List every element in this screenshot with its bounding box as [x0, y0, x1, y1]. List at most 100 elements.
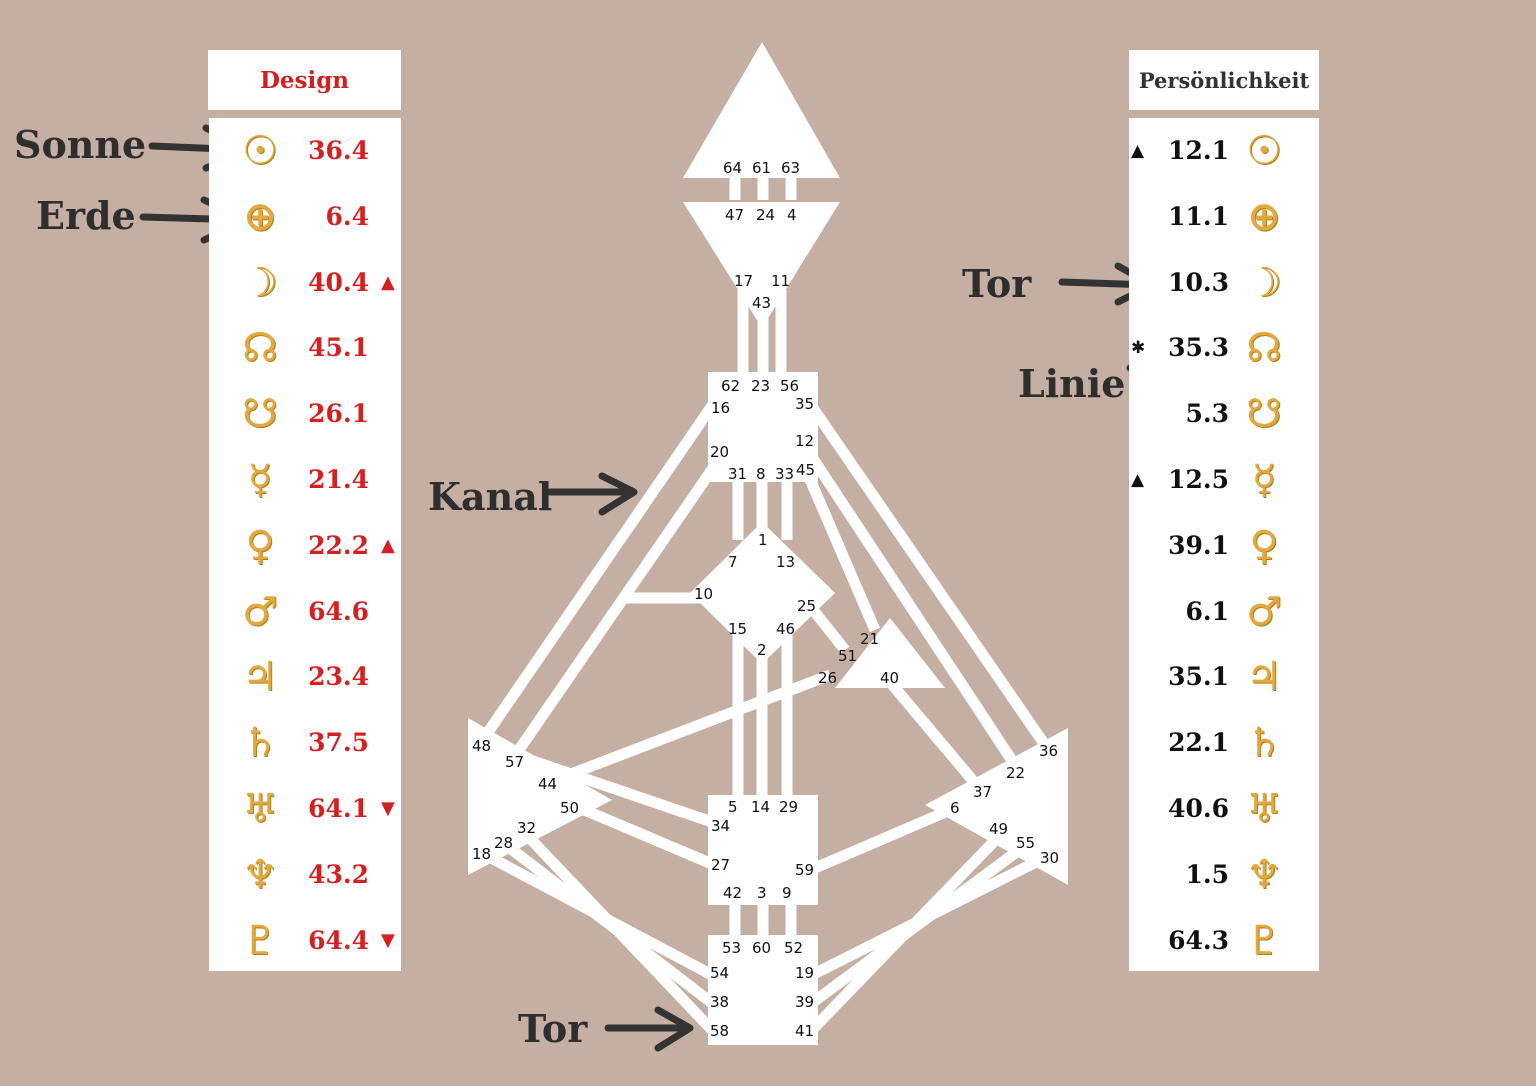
saturn-icon: ♄	[242, 720, 278, 767]
sacral-center	[708, 795, 818, 905]
gate-line-value: 12.5	[1168, 465, 1229, 494]
svg-text:13: 13	[776, 553, 795, 571]
gate-line-value: 23.4	[308, 662, 369, 692]
jupiter-icon: ♃	[242, 654, 278, 701]
svg-text:49: 49	[989, 820, 1008, 838]
planet-row: ♀22.2▲	[209, 520, 401, 586]
gate-line-value: 5.3	[1185, 399, 1230, 429]
mars-icon: ♂	[242, 588, 278, 635]
personality-title: Persönlichkeit	[1138, 67, 1310, 93]
svg-text:43: 43	[752, 294, 771, 312]
svg-text:21: 21	[860, 630, 879, 648]
pluto-icon: ♇	[242, 917, 278, 964]
svg-text:7: 7	[728, 553, 738, 571]
design-panel: ☉36.4⊕6.4☽40.4▲☊45.1☋26.1☿21.4♀22.2▲♂64.…	[209, 118, 401, 971]
svg-text:17: 17	[734, 272, 753, 290]
channels	[477, 178, 1053, 1034]
gate-line-value: 6.4	[325, 201, 370, 231]
neptune-icon: ♆	[1246, 851, 1282, 898]
gate-line-value: 6.1	[1185, 596, 1230, 626]
svg-text:47: 47	[725, 206, 744, 224]
planet-row: ☿12.5▲	[1129, 454, 1319, 520]
planet-row: ☿21.4	[209, 454, 401, 520]
svg-text:25: 25	[797, 597, 816, 615]
svg-text:37: 37	[973, 783, 992, 801]
svg-text:16: 16	[711, 399, 730, 417]
svg-text:6: 6	[950, 799, 960, 817]
planet-row: ☋5.3	[1129, 388, 1319, 454]
svg-text:51: 51	[838, 647, 857, 665]
svg-text:35: 35	[795, 395, 814, 413]
planet-row: ♄ 37.5	[209, 717, 401, 783]
svg-text:60: 60	[752, 939, 771, 957]
planet-row: ♆1.5	[1129, 849, 1319, 915]
gate-line-value: 12.1	[1168, 136, 1229, 165]
planet-row: ⊕6.4	[209, 191, 401, 257]
svg-text:36: 36	[1039, 742, 1058, 760]
svg-text:33: 33	[775, 465, 794, 483]
planet-row: ♂ 6.1	[1129, 586, 1319, 652]
gate-line-value: 11.1	[1168, 201, 1229, 231]
svg-text:53: 53	[722, 939, 741, 957]
svg-text:44: 44	[538, 775, 557, 793]
fixing-mark: ✱	[1131, 338, 1146, 359]
gate-line-value: 21.4	[308, 465, 369, 494]
gate-line-value: 22.1	[1168, 728, 1229, 758]
gate-line-value: 64.4	[308, 925, 369, 955]
fixing-mark: ▼	[381, 929, 395, 951]
svg-text:24: 24	[756, 206, 775, 224]
planet-row: ♅40.6	[1129, 783, 1319, 849]
heart-center	[835, 618, 945, 688]
venus-icon: ♀	[1249, 522, 1279, 569]
fixing-mark: ▼	[381, 798, 395, 819]
solar-plexus-center	[925, 728, 1068, 885]
svg-text:34: 34	[711, 817, 730, 835]
planet-row: ♆43.2	[209, 849, 401, 915]
svg-text:50: 50	[560, 799, 579, 817]
svg-text:46: 46	[776, 620, 795, 638]
svg-text:4: 4	[787, 206, 797, 224]
gate-line-value: 26.1	[308, 399, 369, 429]
svg-text:56: 56	[780, 377, 799, 395]
svg-text:57: 57	[505, 753, 524, 771]
svg-text:62: 62	[721, 377, 740, 395]
gate-line-value: 64.3	[1168, 925, 1229, 955]
sun-icon: ☉	[1246, 128, 1282, 174]
arrow-kanal	[546, 472, 638, 516]
gate-line-value: 37.5	[308, 728, 369, 758]
mars-icon: ♂	[1246, 588, 1282, 635]
planet-row: ⊕11.1	[1129, 191, 1319, 257]
saturn-icon: ♄	[1246, 720, 1282, 767]
pluto-icon: ♇	[1246, 917, 1282, 964]
planet-row: ♂ 64.6	[209, 586, 401, 652]
planet-row: ♇ 64.4 ▼	[209, 915, 401, 981]
svg-text:38: 38	[710, 993, 729, 1011]
svg-text:32: 32	[517, 819, 536, 837]
planet-row: ☉36.4	[209, 125, 401, 191]
svg-text:12: 12	[795, 432, 814, 450]
svg-text:1: 1	[758, 531, 768, 549]
planet-row: ♅64.1▼	[209, 783, 401, 849]
svg-text:52: 52	[784, 939, 803, 957]
mercury-icon: ☿	[1251, 457, 1277, 503]
personality-panel: ☉12.1▲⊕11.1☽10.3☊35.3✱☋5.3☿12.5▲♀39.1♂6.…	[1129, 118, 1319, 971]
root-center	[708, 935, 818, 1045]
svg-text:59: 59	[795, 861, 814, 879]
north-node-icon: ☊	[1246, 325, 1282, 372]
gate-line-value: 43.2	[308, 859, 369, 889]
svg-text:41: 41	[795, 1022, 814, 1040]
svg-text:11: 11	[771, 272, 790, 290]
moon-icon: ☽	[1246, 259, 1282, 306]
planet-row: ♃35.1	[1129, 651, 1319, 717]
svg-text:22: 22	[1006, 764, 1025, 782]
gate-line-value: 64.6	[308, 596, 369, 626]
label-tor-bottom: Tor	[518, 1006, 588, 1051]
design-header: Design	[208, 50, 401, 110]
planet-row: ♀39.1	[1129, 520, 1319, 586]
planet-row: ☊35.3✱	[1129, 322, 1319, 388]
svg-text:26: 26	[818, 669, 837, 687]
uranus-icon: ♅	[1246, 786, 1282, 832]
gate-line-value: 64.1	[308, 794, 369, 823]
svg-text:64: 64	[723, 159, 742, 177]
arrow-tor-bottom	[604, 1006, 694, 1052]
